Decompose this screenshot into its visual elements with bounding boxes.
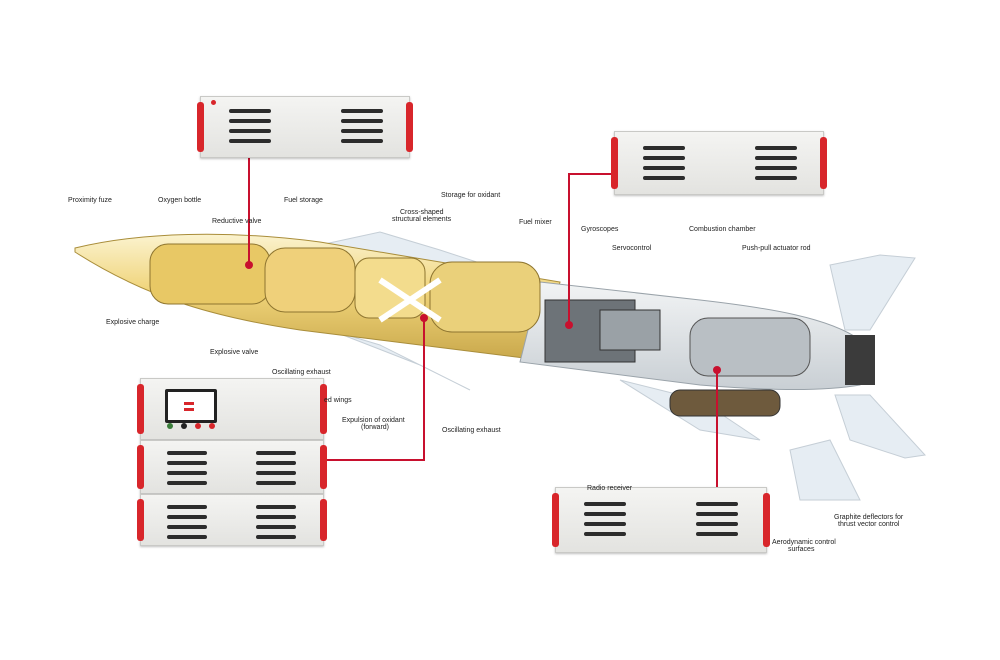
label-combustion-chamber: Combustion chamber: [689, 226, 756, 233]
label-fuel-mixer: Fuel mixer: [519, 219, 552, 226]
rack-unit-left-middle: [137, 440, 327, 494]
label-oscillating-exhaust-1: Oscillating exhaust: [272, 369, 331, 376]
label-proximity-fuze: Proximity fuze: [68, 197, 112, 204]
label-graphite-1: Graphite deflectors for: [834, 514, 904, 521]
rack-unit-left-bottom: [137, 494, 327, 546]
rack-unit-top-left: [197, 96, 413, 158]
label-explosive-valve: Explosive valve: [210, 349, 259, 356]
label-push-pull-rod: Push-pull actuator rod: [742, 245, 811, 252]
label-cross-shaped-1: Cross-shaped: [400, 209, 444, 216]
label-cross-shaped-2: structural elements: [392, 216, 452, 223]
label-graphite-2: thrust vector control: [838, 521, 900, 528]
label-servocontrol: Servocontrol: [612, 245, 652, 252]
label-expulsion-1: Expulsion of oxidant: [342, 417, 405, 424]
label-expulsion-2: (forward): [361, 424, 390, 431]
label-storage-oxidant: Storage for oxidant: [441, 192, 501, 199]
label-ed-wings: ed wings: [324, 397, 352, 404]
rack-unit-bottom-right: [552, 487, 770, 553]
label-oscillating-exhaust-2: Oscillating exhaust: [442, 427, 501, 434]
label-fuel-storage: Fuel storage: [284, 197, 323, 204]
controller-screen: [165, 389, 217, 423]
label-reductive-valve: Reductive valve: [212, 218, 262, 225]
rack-unit-controller: [137, 378, 327, 440]
label-gyroscopes: Gyroscopes: [581, 226, 619, 233]
tail-fin-bottom: [789, 439, 861, 501]
tail-fin-upper: [829, 254, 916, 331]
label-aero-2: surfaces: [788, 546, 815, 553]
label-explosive-charge: Explosive charge: [106, 319, 160, 326]
label-radio-receiver: Radio receiver: [587, 485, 633, 492]
tail-fin-lower: [834, 394, 927, 459]
label-oxygen-bottle: Oxygen bottle: [158, 197, 202, 204]
rack-unit-top-right: [611, 131, 827, 195]
label-aero-1: Aerodynamic control: [772, 539, 836, 546]
front-fin-lower: [329, 329, 471, 391]
